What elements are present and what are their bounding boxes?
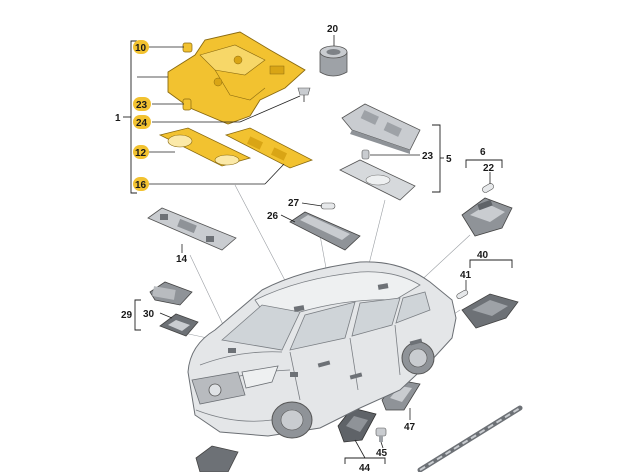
label-23b: 23 <box>422 151 434 162</box>
leader-lines <box>137 35 491 459</box>
lamp-part-40 <box>456 289 519 329</box>
label-10: 10 <box>135 43 147 54</box>
highlight-badges <box>133 40 151 191</box>
cylinder-part-20 <box>319 45 348 77</box>
trim-strip <box>417 405 523 472</box>
label-23a: 23 <box>136 100 148 111</box>
label-40: 40 <box>477 250 489 261</box>
bulb-part-45 <box>375 427 387 442</box>
part-numbers: 1 10 23 24 12 16 20 23 5 6 22 14 27 26 4… <box>115 24 495 472</box>
spacer-part-23 <box>182 98 192 111</box>
car-body <box>187 261 457 439</box>
housing-part-29 <box>149 281 193 306</box>
label-20: 20 <box>327 24 339 35</box>
lamp-part-26 <box>289 202 361 251</box>
lens-part-16 <box>224 127 313 169</box>
label-14: 14 <box>176 254 188 265</box>
label-22: 22 <box>483 163 495 174</box>
label-24: 24 <box>136 118 148 129</box>
clip-part-10 <box>182 42 193 53</box>
screw-part-24 <box>297 87 311 102</box>
interior-light-part-5 <box>339 103 421 201</box>
gasket-part-12 <box>158 127 252 167</box>
label-5: 5 <box>446 154 452 165</box>
label-44: 44 <box>359 463 371 472</box>
label-29: 29 <box>121 310 133 321</box>
label-45: 45 <box>376 448 388 459</box>
label-1: 1 <box>115 113 121 124</box>
label-26: 26 <box>267 211 279 222</box>
label-27: 27 <box>288 198 300 209</box>
label-6: 6 <box>480 147 486 158</box>
lamp-part-6 <box>461 183 513 237</box>
label-12: 12 <box>135 148 147 159</box>
lamp-part-30 <box>159 313 199 337</box>
label-41: 41 <box>460 270 472 281</box>
label-30: 30 <box>143 309 155 320</box>
lamp-bottom-left <box>195 445 239 472</box>
label-16: 16 <box>135 180 147 191</box>
label-47: 47 <box>404 422 416 433</box>
panel-part-14 <box>147 207 237 251</box>
